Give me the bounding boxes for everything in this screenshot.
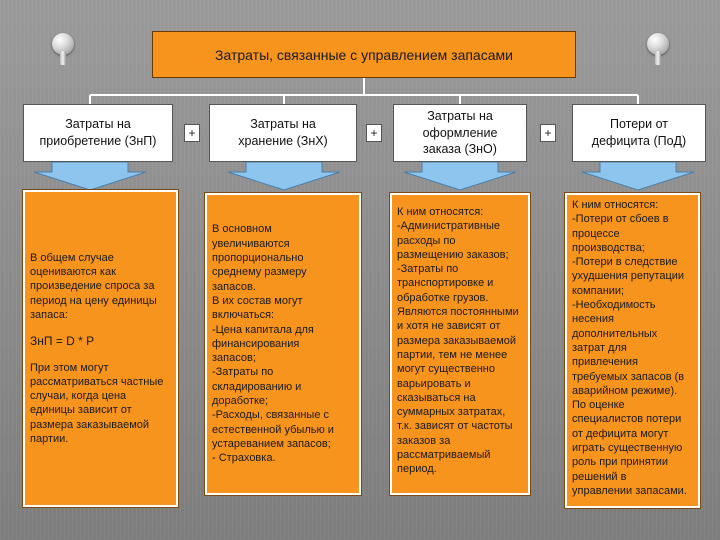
detail-line: - Страховка. [212,452,276,465]
detail-line: -Административные [397,220,501,233]
detail-line: К ним относятся: [572,199,659,211]
detail-line: доработке; [212,395,269,408]
pushpin-right-icon [645,33,671,67]
plus-sign: + [366,124,382,142]
detail-line: могут существенно [397,363,495,376]
detail-line: В основном [212,223,272,236]
detail-box-shortage: К ним относятся: -Потери от сбоев в проц… [564,192,701,509]
detail-line: -Необходимость [572,299,656,312]
detail-box-acquisition: В общем случае оцениваются как произведе… [22,189,179,508]
down-arrow-icon [403,161,517,191]
category-box-acquisition: Затраты на приобретение (ЗнП) [23,104,173,162]
detail-line: размера заказываемой [397,334,517,347]
detail-line: роль при принятии [572,456,669,469]
detail-line: -Потери от сбоев в [572,213,669,226]
detail-line: среднему размеру [212,266,307,279]
diagram-title: Затраты, связанные с управлением запасам… [215,46,513,63]
detail-line: рассматриваемый [397,449,491,462]
detail-line: увеличиваются [212,237,290,250]
detail-line: К ним относятся: [397,206,484,218]
detail-line: складированию и [212,380,302,393]
detail-text: В общем случае оцениваются как произведе… [30,251,157,321]
detail-line: ухудшения репутации [572,270,685,283]
formula-text: ЗнП = D * P [30,334,95,349]
category-label: Потери от дефицита (ПоД) [591,117,687,148]
detail-line: играть существенную [572,442,683,455]
detail-line: специалистов потери [572,413,682,426]
detail-line: затрат для [572,341,627,354]
title-box: Затраты, связанные с управлением запасам… [152,31,576,78]
category-box-shortage: Потери от дефицита (ПоД) [572,104,706,162]
detail-line: запасов; [212,352,256,365]
detail-line: обработке грузов. [397,291,489,304]
down-arrow-icon [227,161,341,191]
detail-line: компании; [572,284,625,297]
detail-line: транспортировке и [397,277,494,290]
detail-line: производства; [572,241,645,254]
detail-box-storage: В основном увеличиваются пропорционально… [204,192,362,496]
detail-line: Являются постоянными [397,306,519,319]
down-arrow-icon [581,161,695,191]
detail-line: т.к. зависят от частоты [397,420,513,433]
detail-line: -Потери в следствие [572,256,678,269]
category-label: Затраты на приобретение (ЗнП) [39,117,157,148]
detail-line: -Цена капитала для [212,323,314,336]
detail-line: устареванием запасов; [212,437,331,450]
plus-sign: + [184,124,200,142]
detail-line: расходы по [397,234,456,247]
detail-line: несения [572,313,614,326]
detail-line: варьировать и [397,377,471,390]
detail-line: размещению заказов; [397,248,509,261]
detail-line: привлечения [572,356,639,369]
detail-line: аварийном режиме). [572,384,678,397]
detail-line: В их состав могут [212,294,303,307]
category-box-ordering: Затраты на оформление заказа (ЗнО) [393,104,527,162]
detail-line: управлении запасами. [572,484,687,497]
detail-line: -Затраты по [212,366,274,379]
detail-line: -Расходы, связанные с [212,409,330,422]
detail-line: дополнительных [572,327,658,340]
pushpin-left-icon [50,33,76,67]
category-label: Затраты на хранение (ЗнХ) [238,117,328,148]
detail-line: включаться: [212,309,275,322]
detail-line: от дефицита могут [572,427,669,440]
detail-line: заказов за [397,434,451,447]
detail-line: процессе [572,227,620,240]
category-box-storage: Затраты на хранение (ЗнХ) [209,104,357,162]
category-label: Затраты на оформление заказа (ЗнО) [422,108,498,157]
detail-line: По оценке [572,399,625,412]
detail-line: и хотя не зависят от [397,320,501,333]
detail-box-ordering: К ним относятся: -Административные расхо… [389,192,531,496]
detail-line: партии, тем не менее [397,348,508,361]
detail-line: требуемых запасов (в [572,370,685,383]
detail-line: сказываться на [397,391,476,404]
down-arrow-icon [33,161,147,191]
detail-text: При этом могут рассматриваться частные с… [30,361,164,445]
detail-line: финансирования [212,337,300,350]
plus-sign: + [540,124,556,142]
detail-line: естественной убылью и [212,423,334,436]
detail-line: суммарных затратах, [397,406,506,419]
detail-line: запасов. [212,280,256,293]
detail-line: период. [397,463,437,476]
detail-line: решений в [572,470,627,483]
detail-line: пропорционально [212,252,304,265]
detail-line: -Затраты по [397,263,459,276]
